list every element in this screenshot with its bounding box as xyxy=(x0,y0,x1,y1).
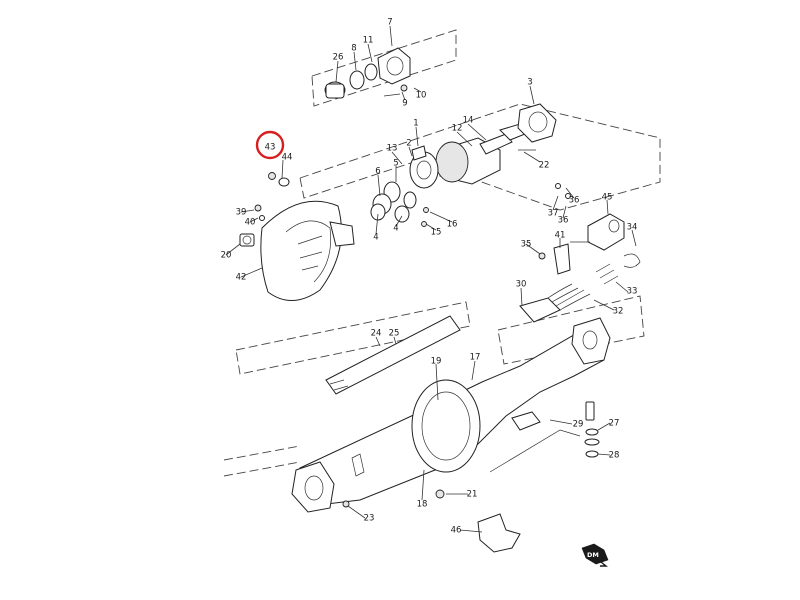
bolts-lower-right xyxy=(584,401,600,458)
callout-c13: 13 xyxy=(387,144,398,154)
callout-c17: 17 xyxy=(470,353,481,363)
callout-c41: 41 xyxy=(555,231,566,241)
callout-c11: 11 xyxy=(363,36,374,46)
callout-c42: 42 xyxy=(236,273,247,283)
callout-c45: 45 xyxy=(602,193,613,203)
callout-c12: 12 xyxy=(452,124,463,134)
callout-c40: 40 xyxy=(245,218,256,228)
callout-c16: 16 xyxy=(447,220,458,230)
callout-c10: 10 xyxy=(416,91,427,101)
corner-badge: DM xyxy=(581,543,609,567)
pinion-assembly xyxy=(324,47,557,185)
callout-c20: 20 xyxy=(221,251,232,261)
callout-c4b: 4 xyxy=(393,224,398,234)
callout-c9: 9 xyxy=(402,99,407,109)
callout-c7: 7 xyxy=(387,18,392,28)
callout-c44: 44 xyxy=(282,153,293,163)
callout-c6: 6 xyxy=(375,167,380,177)
callout-c34: 34 xyxy=(627,223,638,233)
axle-housing xyxy=(291,317,611,513)
callout-c46: 46 xyxy=(451,526,462,536)
callout-c37: 37 xyxy=(548,209,559,219)
highlight-ring xyxy=(255,130,285,160)
callout-c15: 15 xyxy=(431,228,442,238)
differential-gears xyxy=(370,145,439,227)
callout-c43: 43 xyxy=(265,143,276,153)
bracket xyxy=(477,513,521,553)
corner-badge-text: DM xyxy=(587,551,599,559)
forward-arrow-icon xyxy=(581,543,609,567)
callout-c8: 8 xyxy=(351,44,356,54)
callout-c18: 18 xyxy=(417,500,428,510)
callout-c39: 39 xyxy=(236,208,247,218)
group-outlines xyxy=(223,29,661,477)
callout-c35: 35 xyxy=(521,240,532,250)
callout-c27: 27 xyxy=(609,419,620,429)
callout-c36b: 36 xyxy=(558,216,569,226)
callout-c5: 5 xyxy=(393,159,398,169)
callout-c32: 32 xyxy=(613,307,624,317)
callout-c21: 21 xyxy=(467,490,478,500)
callout-c14: 14 xyxy=(463,116,474,126)
axle-shaft xyxy=(325,315,461,395)
callout-c3: 3 xyxy=(527,78,532,88)
callout-c1: 1 xyxy=(413,119,418,129)
callout-c24: 24 xyxy=(371,329,382,339)
callout-c2: 2 xyxy=(406,139,411,149)
callout-c4a: 4 xyxy=(373,233,378,243)
callout-c33: 33 xyxy=(627,287,638,297)
callout-c23: 23 xyxy=(364,514,375,524)
callout-c22: 22 xyxy=(539,161,550,171)
callout-c36a: 36 xyxy=(569,196,580,206)
differential-cover xyxy=(239,172,355,301)
callout-c19: 19 xyxy=(431,357,442,367)
leader-lines xyxy=(225,25,637,533)
callout-c28: 28 xyxy=(609,451,620,461)
callout-c30: 30 xyxy=(516,280,527,290)
callout-c29: 29 xyxy=(573,420,584,430)
actuator-assembly xyxy=(519,183,641,323)
callout-c25: 25 xyxy=(389,329,400,339)
callout-c26: 26 xyxy=(333,53,344,63)
